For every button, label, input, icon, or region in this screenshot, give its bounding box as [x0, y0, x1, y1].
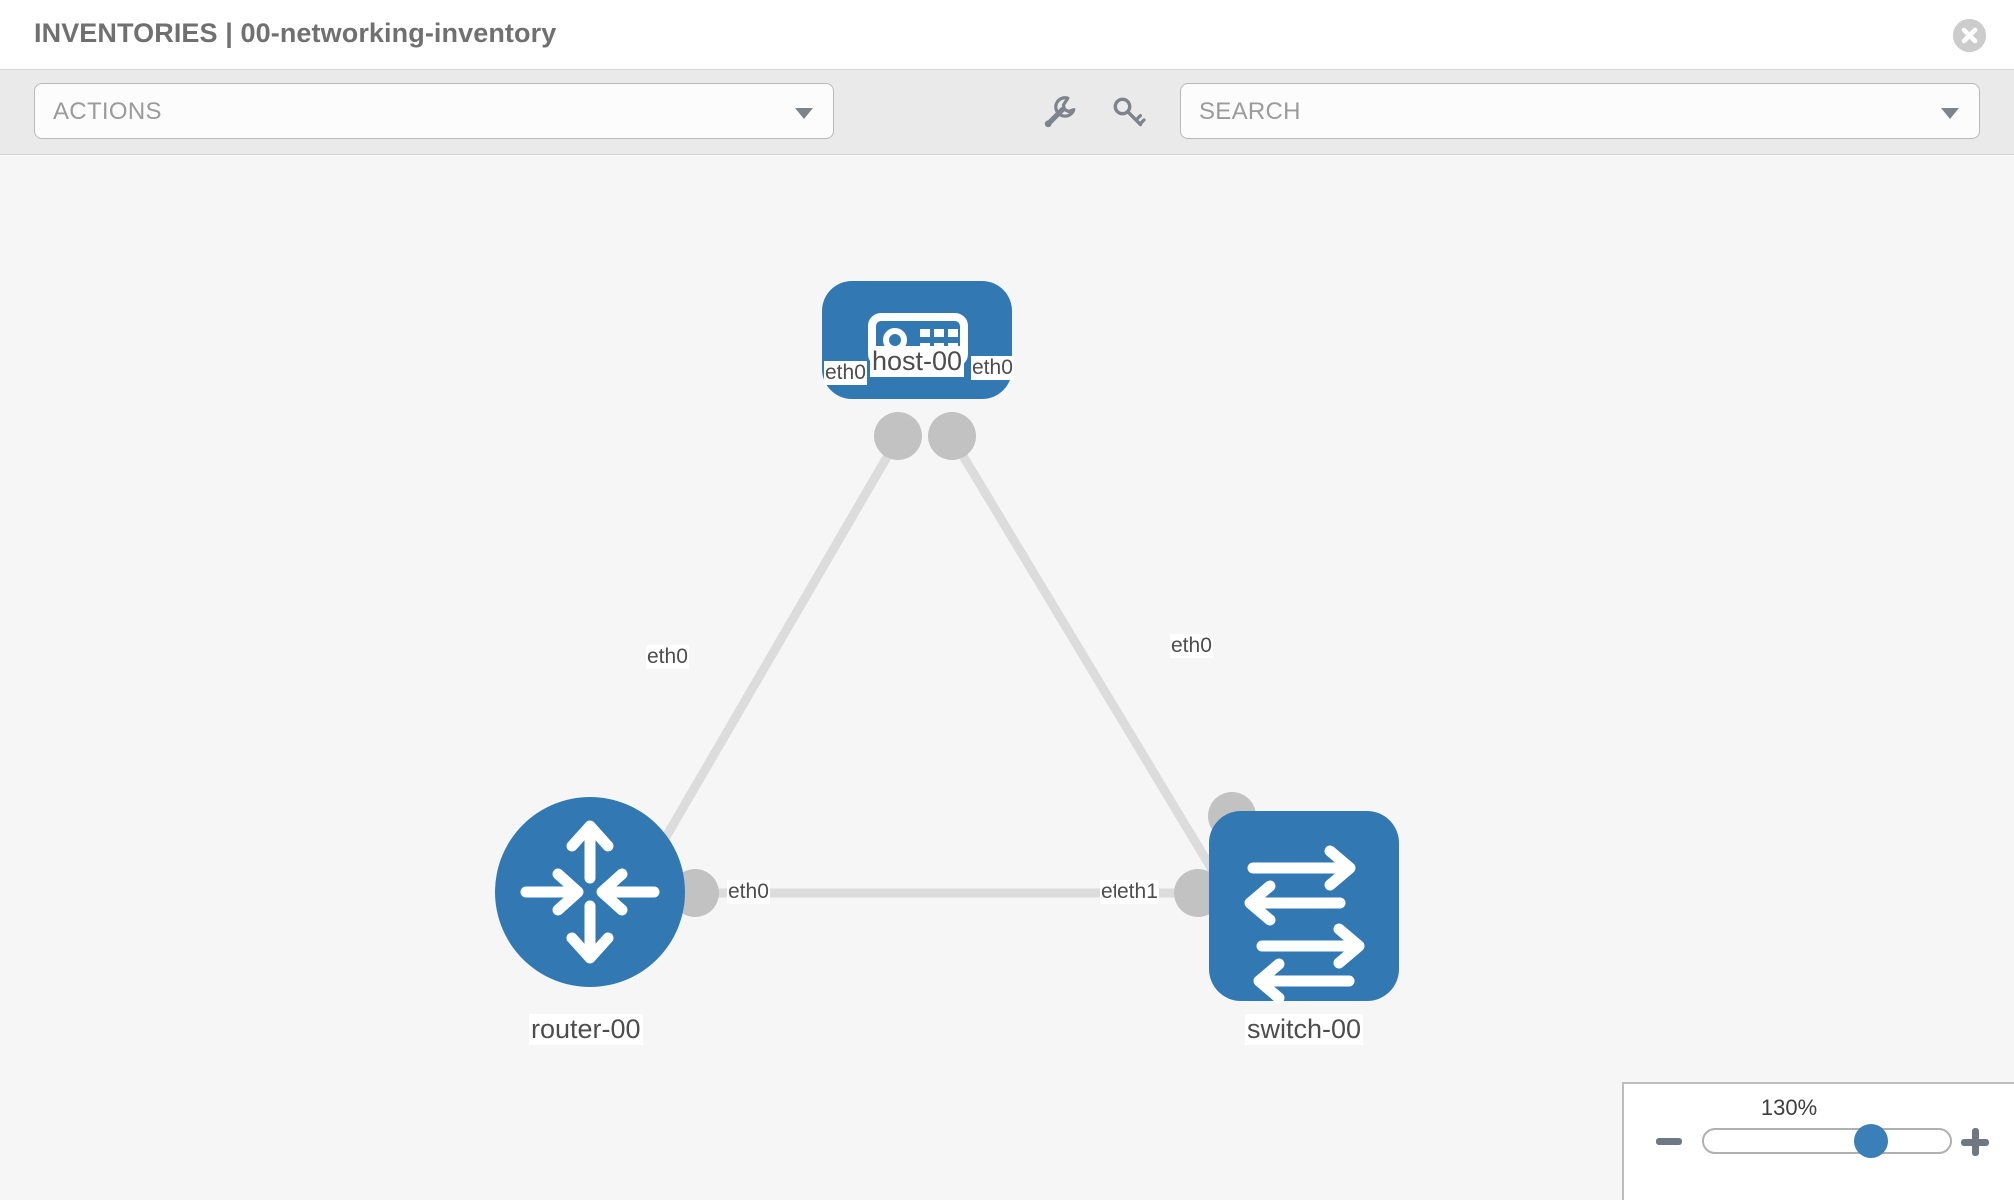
zoom-level-value: 130%: [1760, 1095, 1818, 1120]
toolbar: ACTIONS SEARCH: [0, 70, 2014, 155]
wrench-icon[interactable]: [1042, 94, 1078, 130]
node-router-00[interactable]: [495, 797, 685, 987]
iface-label-router-right: eth0: [727, 880, 770, 905]
topology-canvas[interactable]: host-00 eth0 eth0 eth0 eth0 eth0 eth eth…: [0, 156, 2014, 1200]
node-label-switch-00: switch-00: [1245, 1014, 1364, 1046]
node-host-00[interactable]: [822, 281, 1012, 399]
iface-label-host-left: eth0: [824, 361, 867, 386]
link-host-switch[interactable]: [941, 423, 1244, 919]
zoom-in-button[interactable]: [1961, 1128, 1989, 1156]
search-input[interactable]: SEARCH: [1180, 83, 1980, 139]
link-host-router[interactable]: [616, 423, 909, 919]
iface-label-host-right: eth0: [971, 356, 1014, 381]
zoom-slider-thumb[interactable]: [1854, 1124, 1888, 1158]
iface-label-switch-up: eth0: [1170, 634, 1213, 659]
node-label-router-00: router-00: [529, 1014, 643, 1046]
topology-graph: [495, 281, 1399, 1004]
page-title: INVENTORIES | 00-networking-inventory: [34, 18, 557, 48]
iface-label-switch-left-b: eth1: [1116, 880, 1159, 905]
node-label-host-00: host-00: [870, 346, 965, 378]
zoom-slider-track[interactable]: [1702, 1128, 1952, 1154]
search-placeholder: SEARCH: [1199, 98, 1301, 125]
four-way-arrows-icon: [520, 820, 660, 964]
zoom-out-button[interactable]: [1656, 1138, 1682, 1145]
node-switch-00[interactable]: [1209, 811, 1399, 1004]
iface-label-router-up: eth0: [646, 645, 689, 670]
page-header: INVENTORIES | 00-networking-inventory: [0, 0, 2014, 70]
actions-dropdown-label: ACTIONS: [53, 98, 162, 125]
actions-dropdown[interactable]: ACTIONS: [34, 83, 834, 139]
chevron-down-icon: [795, 108, 813, 119]
close-icon[interactable]: [1953, 19, 1986, 52]
zoom-control-panel: 130%: [1622, 1082, 2014, 1200]
switch-arrows-icon: [1244, 845, 1365, 1004]
chevron-down-icon[interactable]: [1941, 108, 1959, 119]
key-icon[interactable]: [1110, 94, 1146, 130]
